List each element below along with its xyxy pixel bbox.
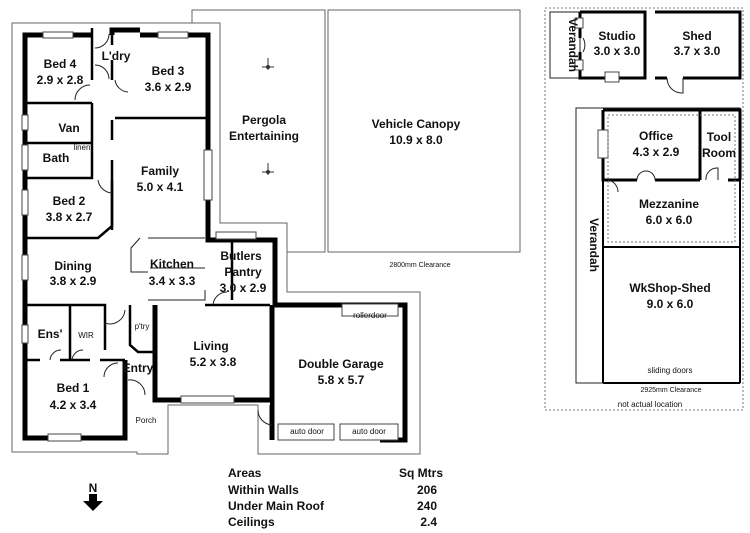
room-size-bed2: 3.8 x 2.7 — [46, 210, 93, 224]
room-name-pergola: Pergola — [242, 113, 286, 127]
room-name-wir: WIR — [78, 331, 94, 340]
areas-row-label: Under Main Roof — [228, 499, 325, 513]
areas-row-value: 206 — [417, 483, 437, 497]
room-size-dining: 3.8 x 2.9 — [50, 274, 97, 288]
room-size-bed3: 3.6 x 2.9 — [145, 80, 192, 94]
room-name-entertaining: Entertaining — [229, 129, 299, 143]
room-name-ensuite: Ens' — [38, 327, 63, 341]
pergola-outline — [191, 9, 326, 253]
canopy-clearance: 2800mm Clearance — [389, 262, 450, 269]
workshop-clearance: 2925mm Clearance — [640, 387, 701, 394]
room-size-kitchen: 3.4 x 3.3 — [149, 274, 196, 288]
auto-door-label-1: auto door — [290, 427, 324, 436]
auto-door-2 — [339, 423, 399, 441]
studio-name: Studio — [598, 29, 635, 43]
studio-verandah — [549, 11, 581, 79]
room-name-laundry: L'dry — [102, 49, 131, 63]
tool-room-name1: Tool — [707, 130, 731, 144]
room-name-bed4: Bed 4 — [44, 57, 77, 71]
mezzanine-outline — [607, 114, 736, 243]
door-swings — [49, 33, 273, 426]
auto-door-1 — [277, 423, 335, 441]
room-size-family: 5.0 x 4.1 — [137, 180, 184, 194]
room-name-bed2: Bed 2 — [53, 194, 86, 208]
office-name: Office — [639, 129, 673, 143]
room-name-dining: Dining — [54, 259, 91, 273]
north-arrow-icon: N — [83, 481, 103, 511]
room-size-garage: 5.8 x 5.7 — [318, 373, 365, 387]
room-size-butlers: 3.0 x 2.9 — [220, 281, 267, 295]
areas-row-value: 240 — [417, 499, 437, 513]
room-name-garage: Double Garage — [298, 357, 384, 371]
areas-row-label: Ceilings — [228, 515, 275, 529]
room-name-kitchen: Kitchen — [150, 257, 194, 271]
room-name-entry: Entry — [123, 361, 154, 375]
room-name-linen: linen — [74, 143, 91, 152]
areas-row-value: 2.4 — [420, 515, 437, 529]
workshop-walls — [602, 180, 741, 384]
auto-door-label-2: auto door — [352, 427, 386, 436]
room-name-pantry: Pantry — [224, 265, 262, 279]
vehicle-canopy-outline — [327, 9, 521, 253]
room-name-porch: Porch — [136, 416, 157, 425]
internal-walls — [25, 28, 270, 362]
workshop-size: 9.0 x 6.0 — [647, 297, 694, 311]
room-name-living: Living — [193, 339, 228, 353]
workshop-name: WkShop-Shed — [629, 281, 710, 295]
mezzanine-name: Mezzanine — [639, 197, 699, 211]
kitchen-bench — [130, 237, 206, 301]
room-name-bed1: Bed 1 — [57, 381, 90, 395]
studio-size: 3.0 x 3.0 — [594, 44, 641, 58]
room-name-vanity: Van — [58, 121, 79, 135]
room-size-bed1: 4.2 x 3.4 — [50, 398, 97, 412]
shed-size: 3.7 x 3.0 — [674, 44, 721, 58]
location-note: not actual location — [618, 400, 683, 409]
room-name-canopy: Vehicle Canopy — [372, 117, 461, 131]
room-name-bath: Bath — [43, 151, 70, 165]
areas-unit: Sq Mtrs — [399, 466, 443, 480]
room-name-pantry-small: p'try — [135, 322, 150, 331]
compass-label: N — [89, 481, 98, 495]
areas-table: Areas Sq Mtrs Within Walls 206 Under Mai… — [228, 466, 443, 529]
rollerdoor — [341, 303, 399, 317]
shed-name: Shed — [682, 29, 711, 43]
sliding-doors-label: sliding doors — [648, 366, 693, 375]
verandah-label: Verandah — [587, 218, 601, 272]
mezzanine-size: 6.0 x 6.0 — [646, 213, 693, 227]
areas-row-label: Within Walls — [228, 483, 299, 497]
tool-room-name2: Room — [702, 146, 736, 160]
room-name-butlers: Butlers — [220, 249, 262, 263]
room-name-family: Family — [141, 164, 179, 178]
room-size-living: 5.2 x 3.8 — [190, 355, 237, 369]
office-size: 4.3 x 2.9 — [633, 145, 680, 159]
studio-verandah-label: Verandah — [566, 18, 580, 72]
room-name-bed3: Bed 3 — [152, 64, 185, 78]
areas-header: Areas — [228, 466, 262, 480]
rollerdoor-label: rollerdoor — [353, 311, 387, 320]
windows — [21, 31, 399, 442]
room-size-canopy: 10.9 x 8.0 — [389, 133, 443, 147]
room-size-bed4: 2.9 x 2.8 — [37, 73, 84, 87]
ceiling-fan-icon — [262, 58, 274, 175]
shed-walls — [655, 10, 742, 80]
